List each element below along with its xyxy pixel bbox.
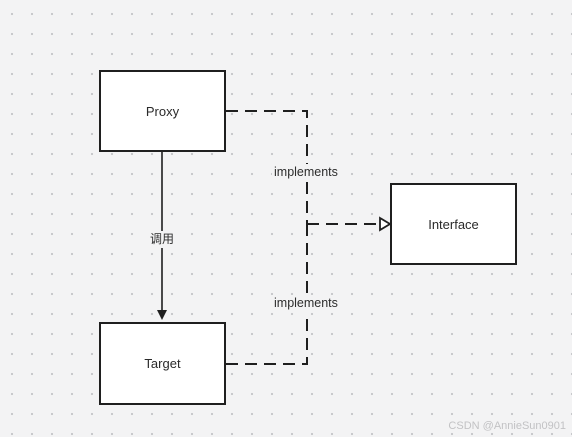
watermark-text: CSDN @AnnieSun0901 [448,420,566,432]
call-edge-arrowhead [157,310,167,320]
target-node-label: Target [144,356,181,371]
target-node[interactable]: Target [99,322,226,405]
proxy-node[interactable]: Proxy [99,70,226,152]
proxy-node-label: Proxy [145,103,180,119]
call-edge-label: 调用 [148,231,177,248]
proxy-implements-edge [226,110,308,224]
interface-edge-hollow-arrowhead [379,216,392,232]
interface-node-label: Interface [428,216,479,232]
target-implements-edge [226,224,308,365]
target-implements-label: implements [272,295,340,312]
interface-node[interactable]: Interface [390,183,517,265]
proxy-implements-label: implements [272,164,340,181]
